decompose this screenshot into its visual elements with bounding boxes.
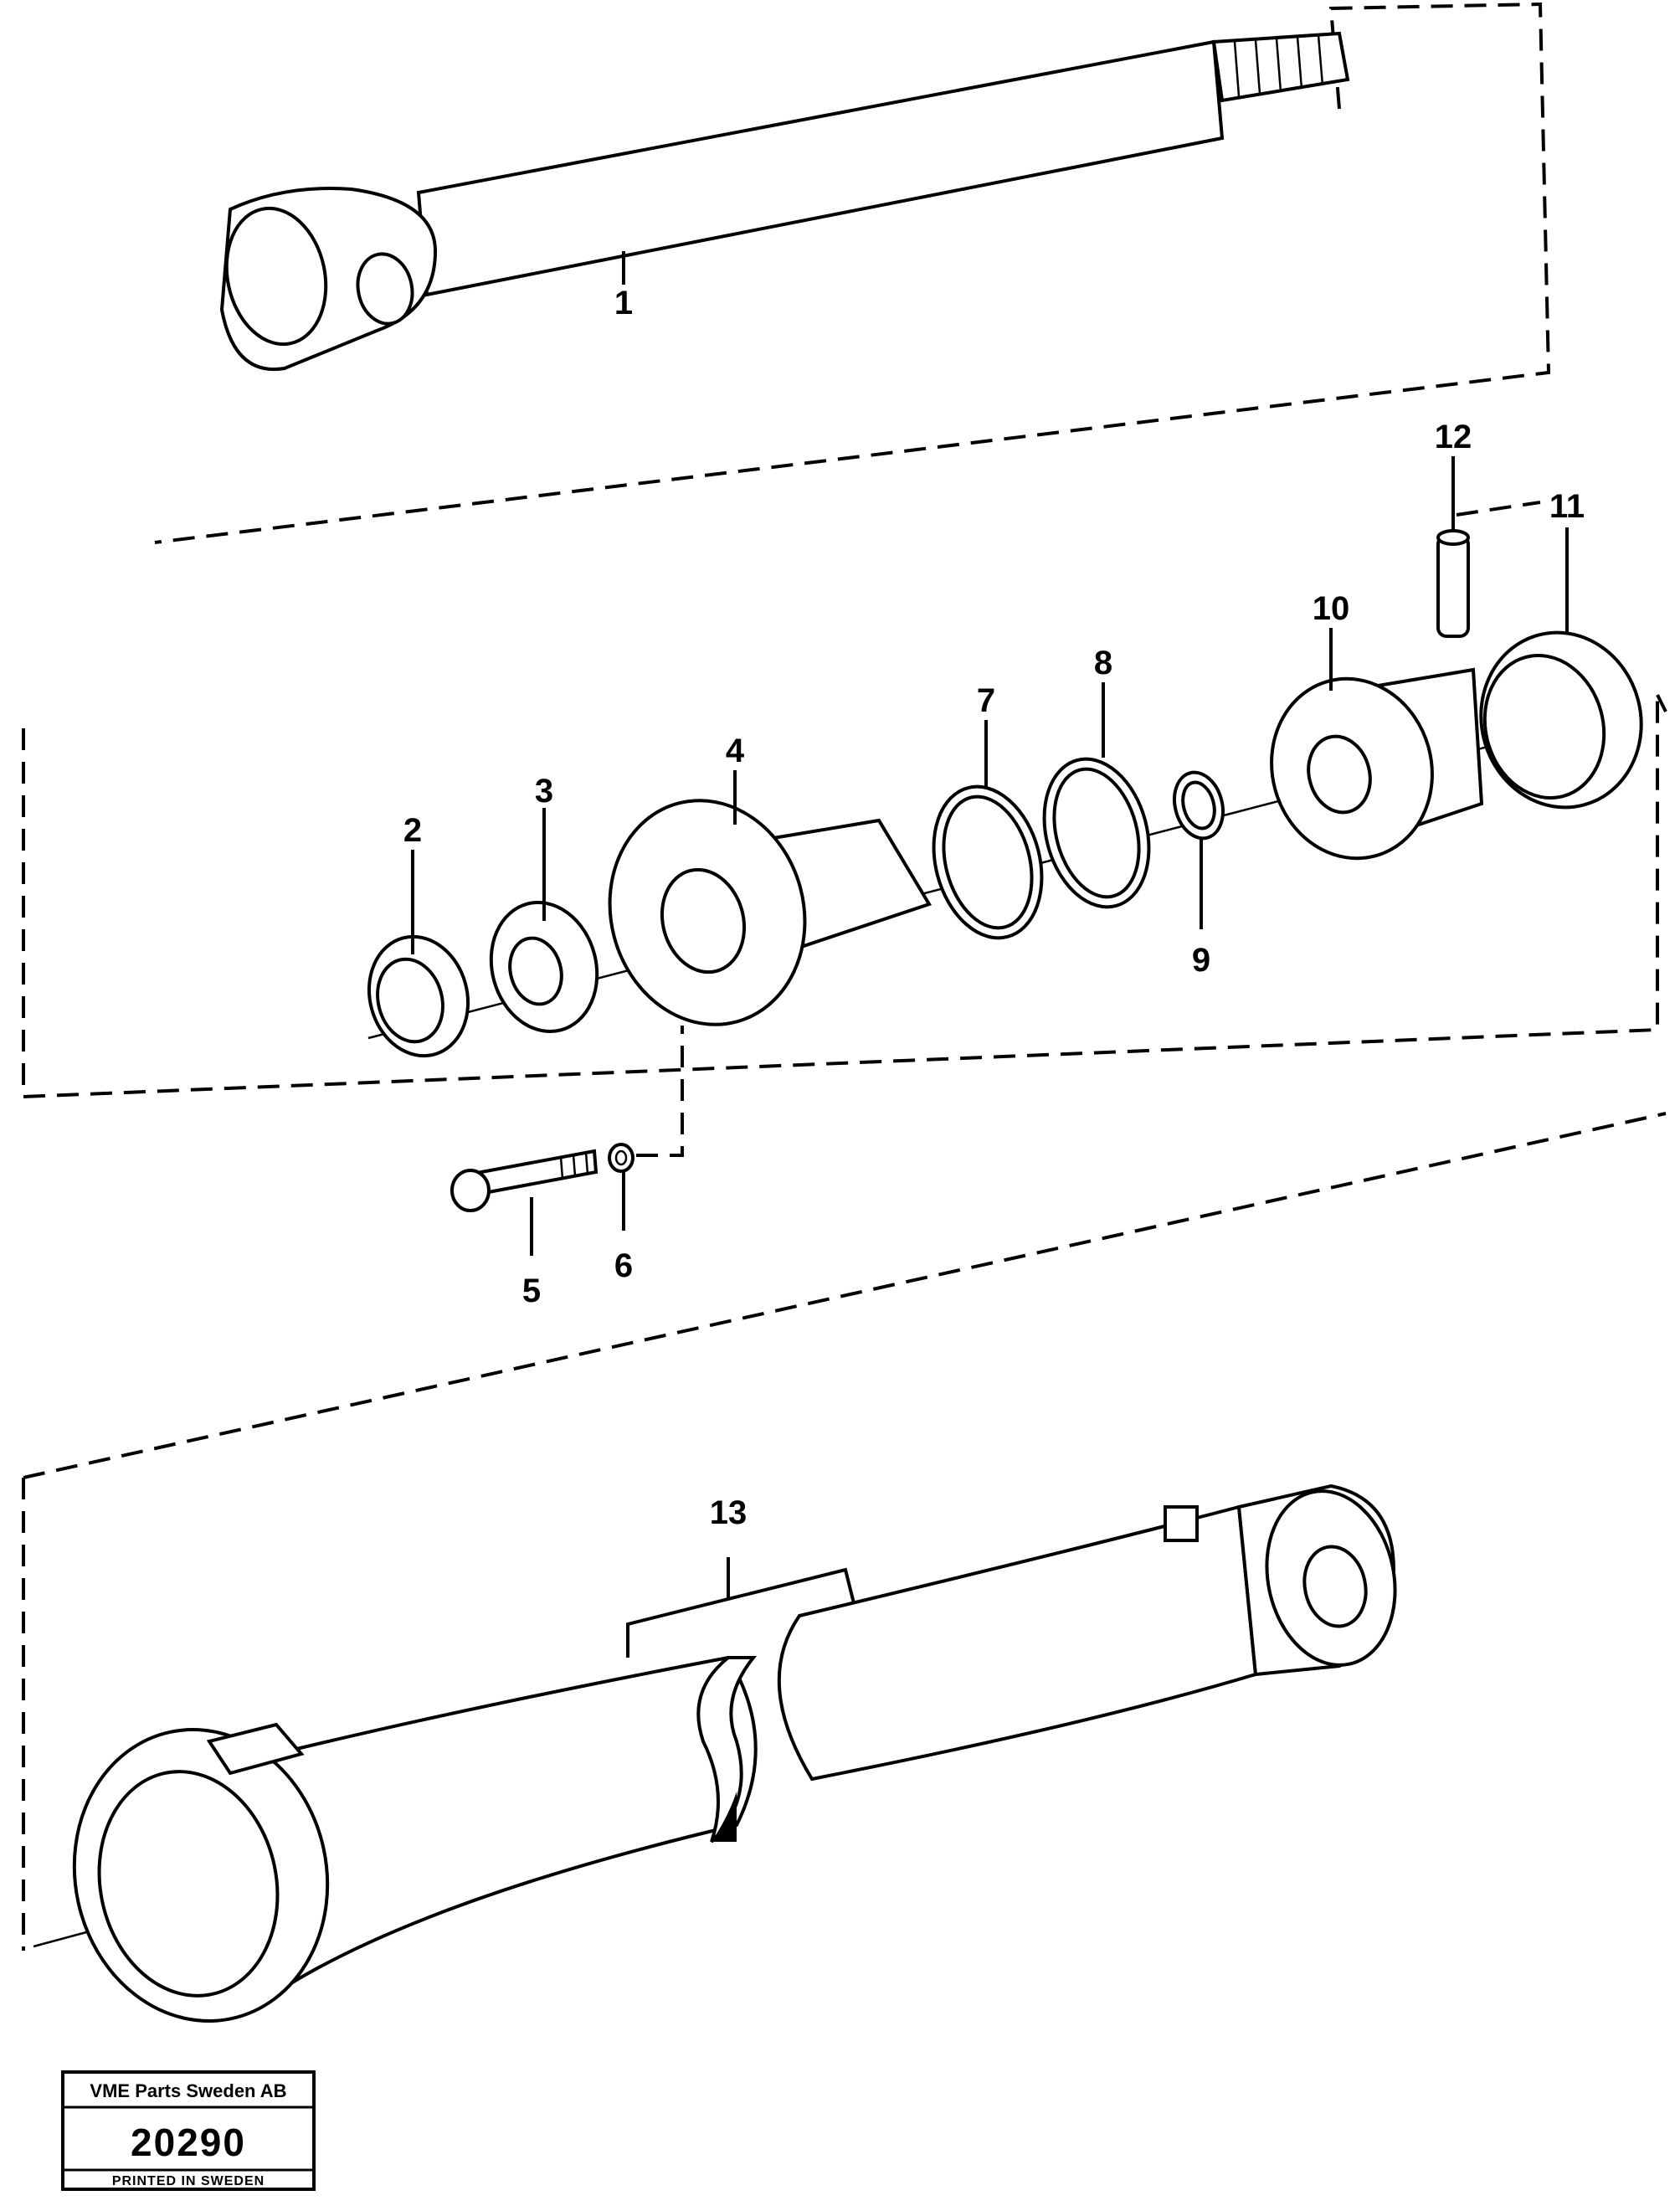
piston-rod (154, 2, 1551, 544)
callout-3: 3 (535, 773, 553, 810)
stamp-number: 20290 (131, 2121, 246, 2164)
callout-12: 12 (1435, 419, 1472, 455)
callout-9: 9 (1192, 942, 1210, 979)
callout-2: 2 (403, 812, 422, 849)
callout-4: 4 (726, 733, 745, 769)
cylinder-tube (22, 1112, 1667, 2023)
callout-8: 8 (1094, 645, 1112, 681)
stamp-printed: PRINTED IN SWEDEN (112, 2174, 265, 2188)
callout-10: 10 (1313, 590, 1350, 627)
piston-assembly (22, 456, 1667, 1256)
callout-labels: 1 2 3 4 5 6 7 8 9 10 11 12 13 (403, 285, 1585, 1531)
stamp-company: VME Parts Sweden AB (90, 2080, 286, 2101)
callout-13: 13 (710, 1494, 748, 1531)
callout-7: 7 (977, 682, 995, 719)
callout-5: 5 (522, 1273, 541, 1309)
parts-stamp: VME Parts Sweden AB 20290 PRINTED IN SWE… (61, 2070, 316, 2191)
callout-1: 1 (614, 285, 633, 321)
callout-6: 6 (614, 1247, 633, 1284)
callout-11: 11 (1549, 488, 1585, 525)
